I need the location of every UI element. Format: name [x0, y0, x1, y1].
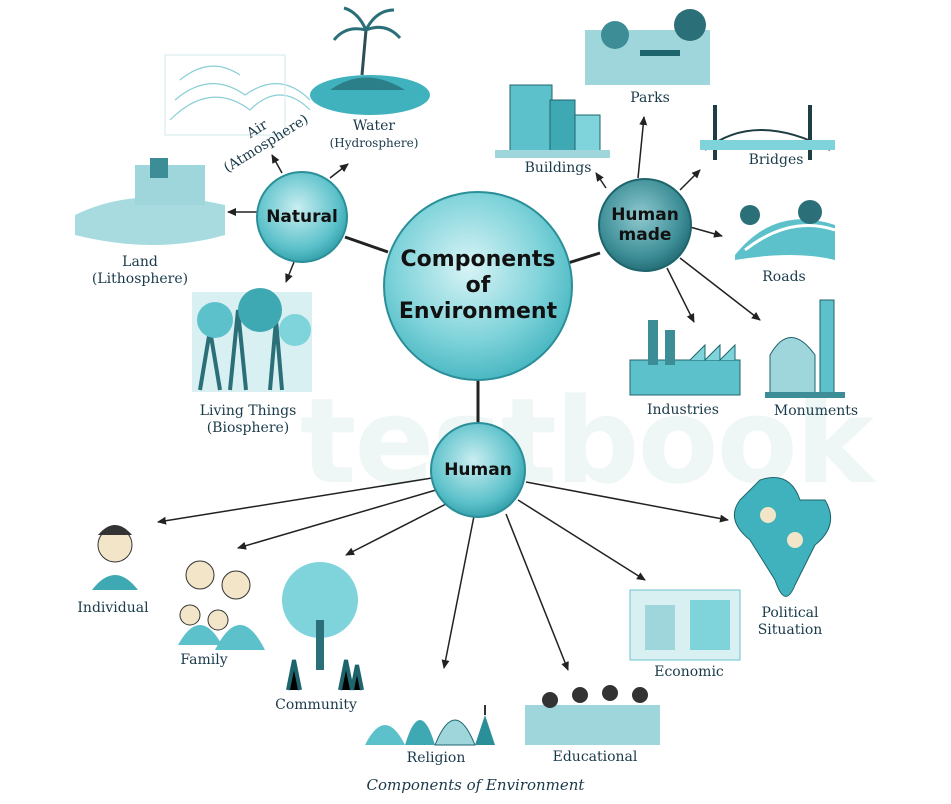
connector-natural: [344, 235, 389, 254]
family-illustration: [178, 560, 265, 650]
center-title-line2: of: [465, 273, 491, 298]
community-label: Community: [275, 697, 357, 713]
land-label-line1: Land: [122, 254, 158, 270]
water-label: Water (Hydrosphere): [330, 118, 419, 152]
educational-illustration: [525, 685, 660, 745]
buildings-label: Buildings: [524, 160, 592, 176]
religion-label: Religion: [406, 750, 466, 766]
water-illustration: [310, 6, 430, 115]
roads-label: Roads: [762, 269, 806, 285]
political-map-illustration: [733, 477, 832, 597]
community-illustration: [282, 562, 364, 691]
human-label: Human: [444, 460, 512, 480]
center-title-line3: Environment: [398, 299, 558, 324]
religion-illustration: [365, 705, 495, 746]
natural-label: Natural: [266, 207, 338, 227]
living-things-label-line2: (Biosphere): [206, 420, 290, 436]
center-title-line1: Components: [400, 247, 556, 272]
economic-illustration: [629, 589, 741, 661]
human-made-node: [598, 178, 692, 272]
living-things-illustration: [192, 288, 312, 392]
economic-label: Economic: [654, 664, 724, 680]
living-things-label: Living Things (Biosphere): [200, 403, 297, 437]
educational-label: Educational: [552, 749, 638, 765]
figure-caption: Components of Environment: [366, 776, 585, 794]
parks-illustration: [585, 9, 710, 85]
living-things-label-line1: Living Things: [199, 403, 297, 419]
human-made-label: Human made: [611, 205, 679, 245]
bridges-label: Bridges: [748, 152, 804, 168]
human-node: [430, 422, 526, 518]
parks-label: Parks: [630, 90, 670, 106]
human-made-label-line2: made: [618, 225, 672, 245]
land-illustration: [75, 158, 225, 245]
political-situation-label: Political Situation: [758, 605, 823, 639]
natural-node: [256, 171, 348, 263]
human-made-label-line1: Human: [611, 205, 679, 225]
connector-human-made: [567, 251, 601, 265]
water-label-line1: Water: [352, 118, 396, 134]
buildings-illustration: [495, 84, 610, 158]
water-label-line2: (Hydrosphere): [329, 136, 419, 150]
roads-illustration: [735, 200, 836, 260]
center-node: [383, 191, 573, 381]
individual-label: Individual: [77, 600, 149, 616]
industries-label: Industries: [647, 402, 719, 418]
industries-illustration: [629, 320, 741, 396]
monuments-label: Monuments: [773, 403, 859, 419]
individual-illustration: [92, 525, 138, 590]
center-title: Components of Environment: [399, 247, 557, 325]
family-label: Family: [180, 652, 228, 668]
land-label: Land (Lithosphere): [92, 254, 188, 288]
bridges-illustration: [700, 105, 835, 160]
air-illustration: [164, 54, 311, 136]
political-label-line1: Political: [761, 605, 819, 621]
natural-arrows: [227, 154, 349, 283]
land-label-line2: (Lithosphere): [91, 271, 189, 287]
political-label-line2: Situation: [757, 622, 823, 638]
human-made-arrows: [595, 116, 761, 323]
human-arrows: [157, 477, 729, 671]
monuments-illustration: [765, 299, 845, 398]
